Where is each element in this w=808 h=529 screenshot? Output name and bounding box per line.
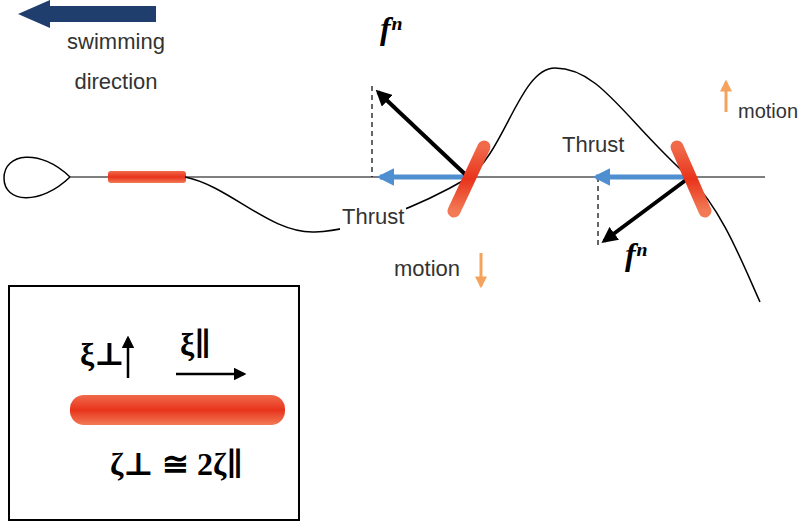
perpendicular-arrow [127, 338, 130, 378]
legend-box: ξ⊥ ξ∥ ζ⊥ ≅ 2ζ∥ [8, 285, 300, 521]
annotation-label: motion [736, 100, 800, 123]
parallel-arrow [176, 373, 244, 376]
force-label: fⁿ [380, 10, 402, 47]
flagellum-segment [108, 171, 186, 183]
symbol-label: ζ⊥ ≅ 2ζ∥ [110, 445, 243, 483]
symbol-label: ξ∥ [180, 325, 211, 363]
rod-segment [70, 395, 285, 425]
motion-arrow [725, 82, 728, 112]
flagellum-segment [677, 147, 705, 211]
thrust-arrow [596, 175, 690, 180]
cell-head [4, 157, 70, 198]
flagellum-wave [185, 68, 760, 302]
normal-force-arrow [604, 177, 690, 241]
force-label: fⁿ [625, 236, 647, 273]
thrust-arrow [380, 175, 468, 180]
annotation-label: Thrust [560, 132, 626, 158]
annotation-label: Thrust [340, 204, 406, 230]
motion-arrow [480, 253, 483, 286]
symbol-label: ξ⊥ [80, 335, 125, 373]
flagellum-segment [454, 147, 484, 211]
dashed-projection [371, 86, 372, 177]
direction-arrow [18, 0, 156, 28]
dashed-projection [597, 177, 598, 246]
annotation-label: swimming direction [60, 22, 172, 102]
normal-force-arrow [378, 92, 468, 177]
annotation-label: motion [392, 256, 462, 282]
